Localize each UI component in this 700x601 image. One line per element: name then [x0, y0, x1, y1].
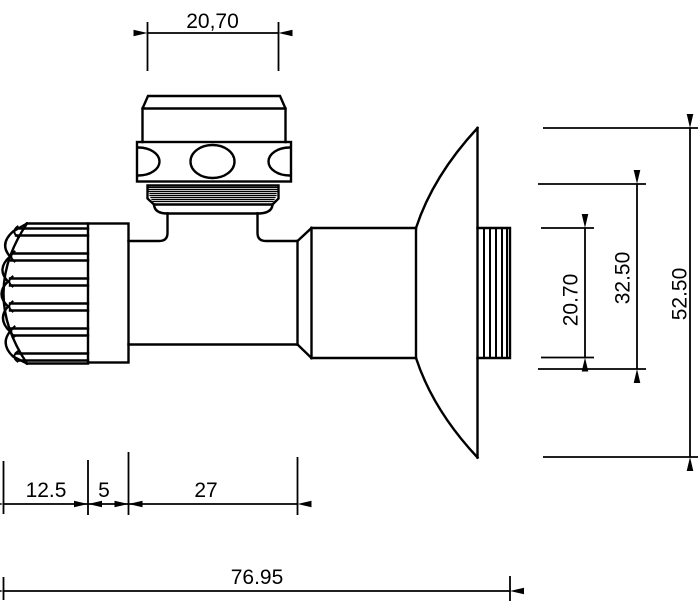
dimension-top-width: 20,70	[133, 10, 293, 71]
outlet-thread-outline	[476, 226, 512, 360]
bonnet-cap-outline	[141, 94, 287, 144]
outlet-thread	[476, 226, 512, 360]
dimension-label-overall-length: 76.95	[231, 566, 284, 589]
outlet-flange-bell	[414, 126, 480, 460]
dimension-label-body-length: 27	[194, 479, 217, 502]
handle-rib-lines	[8, 227, 90, 362]
outlet-pipe	[310, 226, 418, 360]
bonnet-washer-left	[152, 203, 169, 215]
valve-body	[127, 212, 314, 360]
dimension-label-outlet-thread-diameter: 20.70	[560, 274, 583, 327]
valve-collar	[86, 222, 130, 364]
dimension-collar-length: 5	[74, 452, 143, 515]
bell-bottom-curve	[414, 356, 480, 460]
dimension-label-top-width: 20,70	[186, 10, 239, 33]
dimension-body-length: 27	[114, 457, 312, 515]
valve-geometry	[0, 94, 512, 460]
dimension-label-flange-diameter: 52.50	[669, 268, 692, 321]
valve-handle	[0, 221, 90, 366]
body-chamfer-bottom	[295, 342, 314, 360]
bonnet-washer-right	[256, 203, 274, 215]
bonnet-thread-outline	[146, 184, 280, 207]
body-chamfer-top	[295, 226, 314, 243]
dimension-outlet-mid-diameter: 32.50	[538, 170, 646, 383]
grip-dimple-right	[267, 146, 291, 177]
dimension-label-handle-length: 12.5	[26, 479, 67, 502]
dimension-outlet-thread-diameter: 20.70	[541, 214, 594, 372]
dimension-overall-length: 76.95	[0, 566, 524, 601]
bell-top-curve	[414, 126, 480, 230]
outlet-thread-hatch	[483, 227, 508, 359]
grip-dimple-center	[189, 143, 236, 180]
bonnet-grip-band	[135, 140, 293, 183]
valve-bonnet	[135, 94, 293, 215]
bonnet-thread-hatch	[148, 186, 278, 203]
body-top-right-shoulder	[256, 212, 299, 243]
dimension-label-outlet-mid-diameter: 32.50	[612, 252, 635, 305]
dimension-annotations: 20,70 20.70 32.50 52.50 12.5	[0, 10, 698, 601]
body-top-left-shoulder	[127, 212, 169, 243]
dimension-handle-length: 12.5	[0, 460, 102, 515]
dimension-label-collar-length: 5	[98, 479, 110, 502]
handle-scallop-edge	[0, 221, 29, 366]
handle-silhouette-arc	[2, 221, 29, 366]
dimension-flange-diameter: 52.50	[543, 114, 698, 471]
grip-dimple-left	[137, 146, 161, 177]
handle-knurl-curls	[8, 225, 19, 363]
